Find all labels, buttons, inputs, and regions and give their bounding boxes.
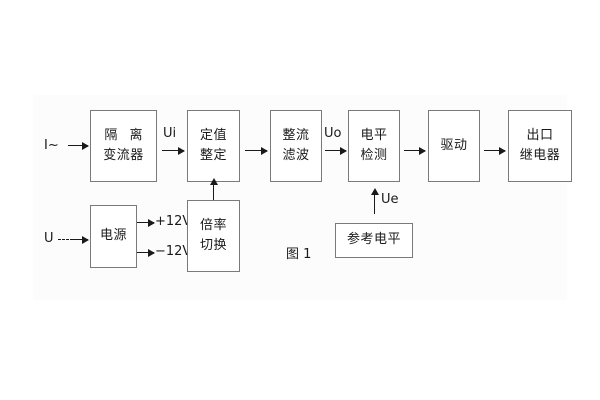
block-reference-level-line1: 参考电平 [346, 232, 401, 248]
block-rectify-filter[interactable]: 整流 滤波 [270, 110, 322, 182]
arrow-driver-to-output-relay [484, 146, 506, 155]
block-power-supply-line1: 电源 [99, 228, 127, 244]
block-multiplier-switch-line2: 切换 [199, 238, 227, 253]
block-level-detection-line1: 电平 [360, 127, 388, 143]
block-power-supply[interactable]: 电源 [90, 205, 137, 268]
arrow-rail-positive [137, 218, 155, 227]
block-output-relay-line1: 出口 [526, 127, 554, 143]
block-setting-value-line2: 整定 [199, 148, 227, 163]
arrow-level-to-driver [404, 146, 426, 155]
arrow-current-to-isolation [68, 141, 89, 150]
arrow-voltage-to-power-supply [70, 235, 89, 244]
arrow-rectify-to-level [325, 146, 347, 155]
signal-label-uo: Uo [324, 126, 342, 141]
block-isolation-transformer[interactable]: 隔 离 变流器 [90, 110, 157, 182]
block-driver[interactable]: 驱动 [428, 110, 480, 182]
lead-voltage-dash [58, 239, 69, 240]
arrow-multiplier-to-setting [209, 178, 218, 200]
arrow-setting-to-rectify [245, 146, 268, 155]
block-driver-line1: 驱动 [440, 137, 468, 153]
block-output-relay[interactable]: 出口 继电器 [508, 110, 572, 182]
block-reference-level[interactable]: 参考电平 [335, 223, 413, 258]
arrow-rail-negative [137, 248, 155, 257]
arrow-reference-to-level [370, 188, 379, 214]
signal-label-ui: Ui [163, 126, 177, 141]
figure-caption: 图 1 [286, 247, 312, 262]
block-setting-value-line1: 定值 [199, 127, 227, 143]
arrow-isolation-to-setting [162, 146, 185, 155]
block-rectify-filter-line1: 整流 [282, 127, 310, 143]
block-multiplier-switch-line1: 倍率 [199, 217, 227, 233]
block-output-relay-line2: 继电器 [519, 148, 561, 163]
input-label-current: I~ [44, 138, 59, 153]
signal-label-ue: Ue [381, 192, 399, 207]
block-setting-value[interactable]: 定值 整定 [187, 110, 240, 182]
block-level-detection-line2: 检测 [360, 148, 388, 163]
block-isolation-transformer-line2: 变流器 [103, 148, 144, 163]
block-rectify-filter-line2: 滤波 [282, 148, 310, 163]
input-label-voltage: U [44, 231, 54, 246]
rail-label-negative: −12V [155, 244, 192, 259]
rail-label-positive: +12V [155, 214, 192, 229]
block-level-detection[interactable]: 电平 检测 [348, 110, 400, 182]
block-multiplier-switch[interactable]: 倍率 切换 [187, 200, 240, 272]
block-isolation-transformer-line1: 隔 离 [104, 127, 147, 143]
